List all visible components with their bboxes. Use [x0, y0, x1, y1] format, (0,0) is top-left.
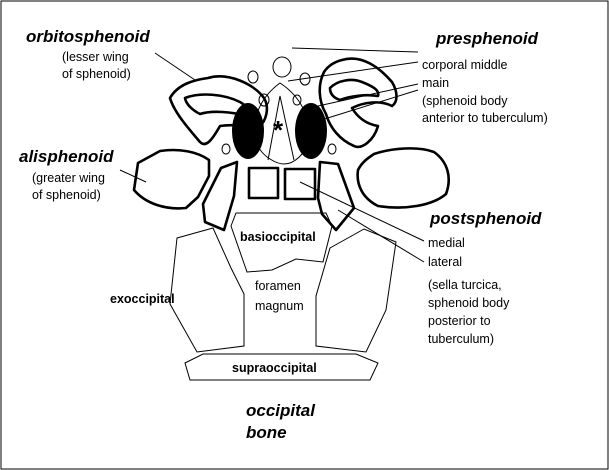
label-postsphenoid: postsphenoid	[429, 209, 542, 228]
foramen-mid-right	[293, 95, 301, 105]
note-orbitosphenoid-1: (lesser wing	[62, 50, 129, 64]
label-exoccipital: exoccipital	[110, 292, 175, 306]
label-alisphenoid: alisphenoid	[19, 147, 114, 166]
postsphenoid-line-5: posterior to	[428, 314, 491, 328]
alisphenoid-right-shape	[358, 148, 449, 207]
foramen-low-right	[328, 144, 336, 154]
label-basioccipital: basioccipital	[240, 230, 316, 244]
postsphenoid-medial-left-shape	[249, 168, 278, 198]
label-presphenoid: presphenoid	[435, 29, 539, 48]
leader-alisphenoid	[120, 170, 146, 182]
exoccipital-right-shape	[316, 229, 396, 352]
leader-corporal-middle-b	[288, 62, 418, 81]
postsphenoid-line-2: lateral	[428, 255, 462, 269]
presphenoid-main-right-shape	[295, 103, 327, 159]
exoccipital-left-shape	[170, 228, 244, 352]
foramen-left-small	[248, 71, 258, 83]
postsphenoid-line-1: medial	[428, 236, 465, 250]
sphenoid-shapes	[134, 59, 449, 230]
label-occipital: occipital	[246, 401, 316, 420]
label-magnum: magnum	[255, 299, 304, 313]
presphenoid-line-3: (sphenoid body	[422, 94, 508, 108]
presphenoid-line-4: anterior to tuberculum)	[422, 111, 548, 125]
note-alisphenoid-2: of sphenoid)	[32, 188, 101, 202]
leader-corporal-middle-a	[292, 48, 418, 52]
label-orbitosphenoid: orbitosphenoid	[26, 27, 150, 46]
foramen-top-center	[273, 57, 291, 77]
presphenoid-line-1: corporal middle	[422, 58, 508, 72]
label-foramen: foramen	[255, 279, 301, 293]
postsphenoid-line-4: sphenoid body	[428, 296, 510, 310]
leader-orbitosphenoid	[155, 53, 195, 80]
postsphenoid-lateral-right-shape	[318, 162, 354, 230]
alisphenoid-left-shape	[134, 150, 209, 208]
presphenoid-main-left-shape	[232, 103, 264, 159]
foramen-low-left	[222, 144, 230, 154]
presphenoid-line-2: main	[422, 76, 449, 90]
label-supraoccipital: supraoccipital	[232, 361, 317, 375]
label-bone: bone	[246, 423, 287, 442]
center-star: *	[273, 115, 284, 145]
note-orbitosphenoid-2: of sphenoid)	[62, 67, 131, 81]
postsphenoid-line-6: tuberculum)	[428, 332, 494, 346]
postsphenoid-medial-right-shape	[285, 169, 315, 199]
postsphenoid-line-3: (sella turcica,	[428, 278, 502, 292]
note-alisphenoid-1: (greater wing	[32, 171, 105, 185]
